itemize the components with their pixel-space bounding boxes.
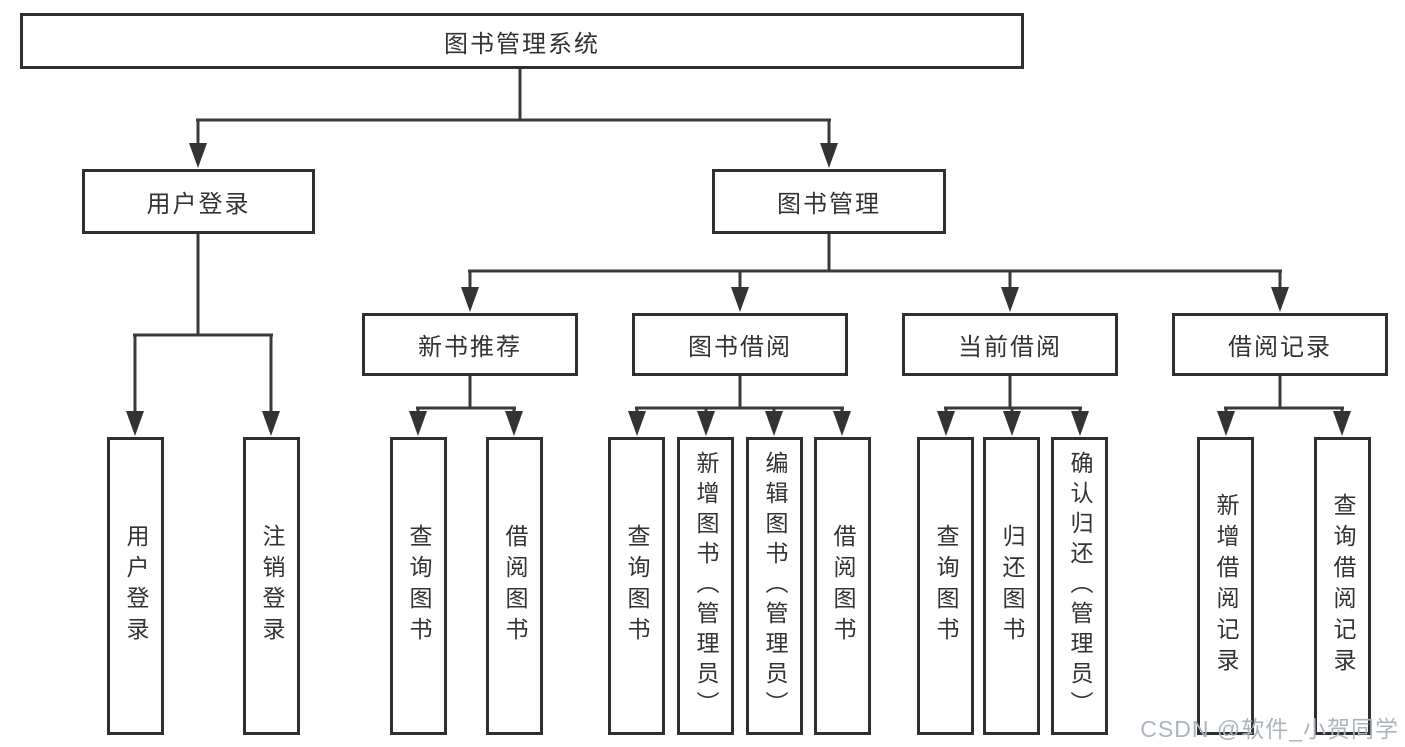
leaf-label: 编辑图书（管理员） xyxy=(762,451,788,721)
arrow-leaf-10 xyxy=(1003,411,1021,436)
leaf-query-borrow-record: 查询借阅记录 xyxy=(1314,437,1371,735)
arrow-leaf-6 xyxy=(697,411,715,436)
leaf-return-books: 归还图书 xyxy=(983,437,1040,735)
arrow-to-user-login xyxy=(189,143,207,168)
leaf-label: 确认归还（管理员） xyxy=(1067,451,1093,721)
leaf-user-login: 用户登录 xyxy=(107,437,164,735)
arrow-leaf-7 xyxy=(765,411,783,436)
leaf-add-borrow-record: 新增借阅记录 xyxy=(1197,437,1254,735)
leaf-borrow-books: 借阅图书 xyxy=(814,437,871,735)
arrow-leaf-5 xyxy=(628,411,646,436)
arrow-leaf-12 xyxy=(1217,411,1235,436)
leaf-label: 借阅图书 xyxy=(830,524,856,648)
arrow-leaf-4 xyxy=(505,411,523,436)
leaf-add-books-admin: 新增图书（管理员） xyxy=(677,437,734,735)
leaf-label: 新增借阅记录 xyxy=(1213,493,1239,679)
arrow-leaf-2 xyxy=(262,411,280,436)
connector-book-management-split xyxy=(468,234,1282,289)
leaf-query-books-current: 查询图书 xyxy=(917,437,974,735)
node-root-library-system: 图书管理系统 xyxy=(20,13,1024,69)
connector-user-login-split xyxy=(133,234,273,412)
leaf-label: 查询图书 xyxy=(406,524,432,648)
connector-borrow-records-split xyxy=(1224,376,1344,413)
csdn-watermark: CSDN @软件_小贺同学 xyxy=(1140,716,1399,742)
leaf-label: 查询图书 xyxy=(624,524,650,648)
arrow-leaf-8 xyxy=(833,411,851,436)
leaf-confirm-return-admin: 确认归还（管理员） xyxy=(1051,437,1108,735)
node-book-management: 图书管理 xyxy=(712,169,946,234)
leaf-label: 注销登录 xyxy=(259,524,285,648)
arrow-to-current-borrow xyxy=(1001,287,1019,312)
connector-root-split xyxy=(196,69,831,144)
leaf-logout: 注销登录 xyxy=(243,437,300,735)
leaf-edit-books-admin: 编辑图书（管理员） xyxy=(746,437,803,735)
arrow-to-borrow-records xyxy=(1271,287,1289,312)
node-user-login: 用户登录 xyxy=(82,169,315,234)
arrow-leaf-3 xyxy=(409,411,427,436)
leaf-label: 用户登录 xyxy=(123,524,149,648)
arrow-to-book-management xyxy=(820,143,838,168)
arrow-leaf-9 xyxy=(937,411,955,436)
arrow-leaf-13 xyxy=(1333,411,1351,436)
arrow-to-book-borrow xyxy=(731,287,749,312)
arrow-leaf-1 xyxy=(126,411,144,436)
leaf-label: 查询借阅记录 xyxy=(1330,493,1356,679)
arrow-leaf-11 xyxy=(1071,411,1089,436)
node-book-borrow: 图书借阅 xyxy=(632,313,848,376)
node-new-book-recommend: 新书推荐 xyxy=(362,313,578,376)
connector-new-book-split xyxy=(416,376,516,413)
node-current-borrow: 当前借阅 xyxy=(902,313,1118,376)
leaf-query-books-recommend: 查询图书 xyxy=(390,437,447,735)
leaf-label: 新增图书（管理员） xyxy=(693,451,719,721)
connector-book-borrow-split xyxy=(635,376,844,413)
arrow-to-new-book-recommend xyxy=(461,287,479,312)
leaf-label: 查询图书 xyxy=(933,524,959,648)
leaf-label: 归还图书 xyxy=(999,524,1025,648)
arrowheads xyxy=(126,143,1351,436)
leaf-borrow-books-recommend: 借阅图书 xyxy=(486,437,543,735)
connector-current-borrow-split xyxy=(944,376,1082,413)
leaf-query-books-borrow: 查询图书 xyxy=(608,437,665,735)
node-borrow-records: 借阅记录 xyxy=(1172,313,1388,376)
leaf-label: 借阅图书 xyxy=(502,524,528,648)
